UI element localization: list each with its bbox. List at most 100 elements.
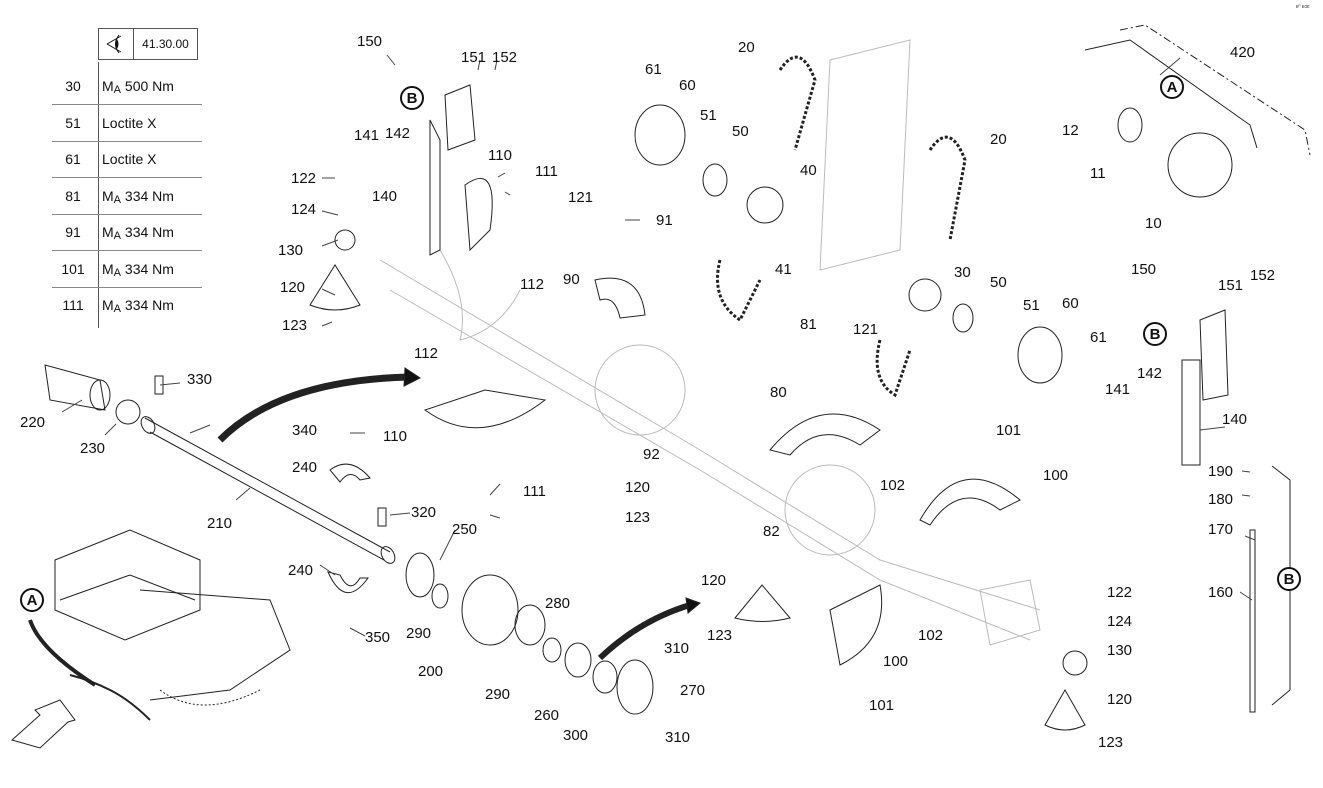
torque-value: 500 Nm bbox=[121, 78, 174, 94]
part-label: 122 bbox=[291, 170, 317, 187]
guard-110-bottom bbox=[423, 389, 547, 429]
torque-value: Loctite X bbox=[102, 151, 157, 167]
guard-100-top bbox=[919, 478, 1021, 526]
sprocket-40 bbox=[746, 186, 784, 224]
part-label: 60 bbox=[1062, 295, 1079, 312]
flange-250 bbox=[405, 552, 435, 598]
wear-cone-120-b bbox=[734, 584, 791, 622]
part-label: 61 bbox=[1090, 329, 1107, 346]
position-number: 91 bbox=[65, 224, 81, 240]
part-label: 160 bbox=[1208, 584, 1234, 601]
part-label: 102 bbox=[880, 477, 906, 494]
part-label: 120 bbox=[1107, 691, 1133, 708]
gear-housing bbox=[979, 579, 1041, 646]
part-label: 101 bbox=[996, 422, 1022, 439]
part-label: 141 bbox=[354, 127, 380, 144]
part-label: 61 bbox=[645, 61, 662, 78]
guard-100-bottom bbox=[829, 584, 883, 666]
half-shell-240-bottom bbox=[327, 571, 369, 594]
part-label: 100 bbox=[1043, 467, 1069, 484]
guard-110-top bbox=[464, 178, 493, 252]
arrow-curved-1 bbox=[217, 373, 411, 443]
torque-symbol-subscript: A bbox=[113, 266, 122, 279]
part-label: 12 bbox=[1062, 122, 1079, 139]
part-label: 190 bbox=[1208, 463, 1234, 480]
position-number: 111 bbox=[62, 297, 84, 313]
chain-20-right-lower bbox=[875, 339, 912, 398]
part-label: 170 bbox=[1208, 521, 1234, 538]
part-label: 60 bbox=[679, 77, 696, 94]
part-label: 80 bbox=[770, 384, 787, 401]
torque-symbol-subscript: A bbox=[113, 193, 122, 206]
part-label: 123 bbox=[282, 317, 308, 334]
drawing-code: 41.30.00 bbox=[142, 37, 189, 51]
part-label: 240 bbox=[288, 562, 314, 579]
part-label: 20 bbox=[738, 39, 755, 56]
bearing-280 bbox=[514, 604, 546, 646]
part-label: 130 bbox=[278, 242, 304, 259]
part-label: 300 bbox=[563, 727, 589, 744]
part-label: 20 bbox=[990, 131, 1007, 148]
part-label: 112 bbox=[520, 276, 544, 293]
rod-160 bbox=[1249, 529, 1256, 713]
part-label: 141 bbox=[1105, 381, 1131, 398]
part-label: 152 bbox=[1250, 267, 1276, 284]
torque-value: 334 Nm bbox=[121, 187, 174, 204]
part-label: 330 bbox=[187, 371, 213, 388]
frame-line-a bbox=[1084, 39, 1258, 149]
part-label: 152 bbox=[492, 49, 518, 66]
big-arrow-outline bbox=[10, 699, 76, 749]
part-label: 122 bbox=[1107, 584, 1133, 601]
torque-spec: MA 500 Nm bbox=[102, 78, 174, 96]
bushing-230 bbox=[115, 399, 141, 425]
position-number: 51 bbox=[65, 114, 81, 131]
part-label: 50 bbox=[990, 274, 1007, 291]
arrow-head-2 bbox=[685, 597, 701, 614]
part-label: 100 bbox=[883, 653, 909, 670]
part-label: 123 bbox=[1098, 734, 1124, 751]
mount-post-140 bbox=[429, 119, 441, 256]
bracket-plate-r bbox=[1199, 309, 1229, 401]
part-label: 110 bbox=[488, 147, 512, 164]
part-label: 250 bbox=[452, 521, 478, 538]
part-label: 200 bbox=[418, 663, 444, 680]
ring-260 bbox=[564, 642, 592, 678]
part-label: 92 bbox=[643, 446, 660, 463]
seal-290 bbox=[431, 583, 449, 609]
part-label: 420 bbox=[1230, 44, 1256, 61]
part-label: 111 bbox=[535, 163, 558, 180]
chain-case bbox=[819, 39, 911, 271]
part-label: 320 bbox=[411, 504, 437, 521]
part-label: 102 bbox=[918, 627, 944, 644]
part-label: 120 bbox=[701, 572, 727, 589]
part-label: 310 bbox=[665, 729, 691, 746]
torque-symbol: M bbox=[102, 297, 114, 313]
part-label: 40 bbox=[800, 162, 817, 179]
part-label: 180 bbox=[1208, 491, 1234, 508]
detail-marker-b-left: B bbox=[400, 86, 424, 110]
part-label: 130 bbox=[1107, 642, 1133, 659]
part-label: 142 bbox=[385, 125, 411, 142]
guard-90 bbox=[594, 277, 646, 319]
torque-symbol-subscript: A bbox=[113, 84, 122, 96]
detail-marker-b-right: B bbox=[1143, 322, 1167, 346]
part-label: 51 bbox=[1023, 297, 1040, 314]
part-label: 123 bbox=[707, 627, 733, 644]
torque-spec: MA 334 Nm bbox=[102, 224, 174, 242]
pin-320 bbox=[377, 507, 387, 527]
chain-20-bottom bbox=[716, 259, 762, 323]
part-label: 124 bbox=[291, 201, 317, 218]
coupling-220 bbox=[44, 364, 111, 411]
part-label: 11 bbox=[1090, 165, 1106, 182]
position-number: 61 bbox=[65, 151, 81, 167]
torque-symbol: M bbox=[102, 187, 114, 204]
part-label: 123 bbox=[625, 509, 651, 526]
torque-symbol-subscript: A bbox=[113, 230, 122, 242]
part-label: 50 bbox=[732, 123, 749, 140]
torque-spec: MA 334 Nm bbox=[102, 188, 174, 206]
part-label: 110 bbox=[383, 428, 407, 445]
paver-machine-thumbnail bbox=[10, 529, 291, 749]
washer-11 bbox=[1117, 107, 1143, 143]
